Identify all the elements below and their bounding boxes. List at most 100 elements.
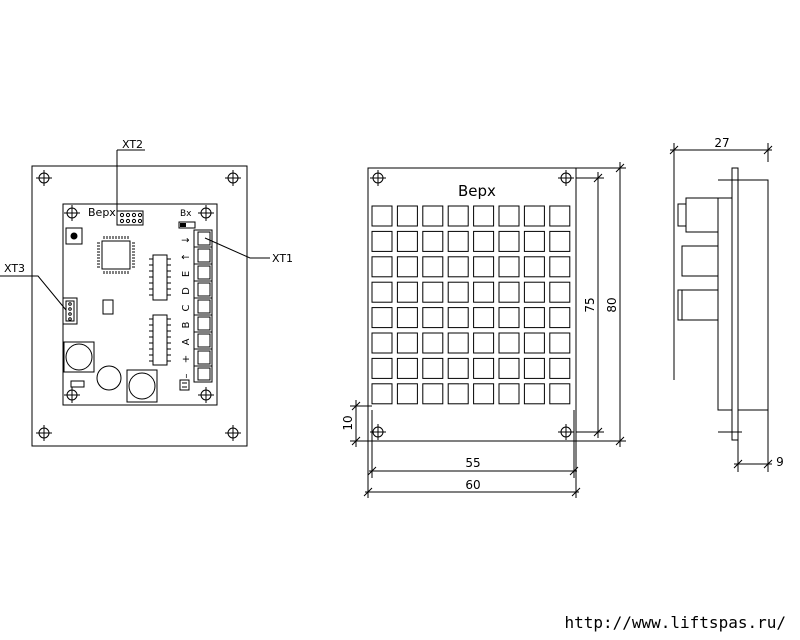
dim-75-label: 75 [583,297,597,312]
led-cell [371,281,393,303]
capacitor-left [63,341,95,373]
led-cell [396,281,418,303]
led-cell [498,307,520,329]
terminal-label: D [181,287,192,295]
led-cell [422,205,444,227]
led-cell [371,357,393,379]
led-cell [498,230,520,252]
led-cell [549,281,571,303]
xt1-terminal-block [193,229,213,383]
led-cell [473,256,495,278]
led-cell [549,357,571,379]
terminal-label: ↓ [181,236,192,244]
led-cell [473,332,495,354]
led-cell [422,230,444,252]
led-cell [447,307,469,329]
xt1-label: XT1 [272,252,293,265]
led-cell [549,332,571,354]
small-jumper [179,379,190,391]
terminal-label: + [181,355,192,363]
mounting-hole-icon [35,424,53,442]
led-cell [447,281,469,303]
led-cell [523,205,545,227]
led-cell [422,357,444,379]
pcb-hole-icon [197,386,215,404]
led-cell [422,332,444,354]
jumper-label: Вх [180,209,192,219]
housing-body [737,179,769,411]
terminal-label: – [181,374,192,379]
pcb-hole-icon [63,386,81,404]
dim-10-label: 10 [341,415,355,430]
dim-10: 10 [341,400,372,447]
input-jumper [178,221,196,229]
front-view: Верх XT2 Вх [0,138,293,447]
dim-55: 55 [367,410,579,478]
xt2-label: XT2 [122,138,143,151]
mounting-hole-icon [369,169,387,187]
dim-27: 27 [669,136,773,162]
led-cell [371,332,393,354]
terminal-label: B [181,321,192,328]
side-view: 27 9 [669,136,784,472]
dip-chip-upper [149,254,171,301]
led-cell [371,256,393,278]
mcu-chip [101,240,131,270]
led-cell [447,205,469,227]
led-cell [396,307,418,329]
component-side-mid [681,245,719,277]
led-cell [371,205,393,227]
buzzer [96,365,122,391]
dim-27-label: 27 [714,136,729,150]
dim-75: 75 [576,172,604,438]
led-cell [371,230,393,252]
front-panel [731,167,739,441]
pcb-hole-icon [197,204,215,222]
dim-80-label: 80 [605,297,619,312]
terminal-label: A [181,338,192,345]
terminal-labels: ↓ ↑ E D C B A + – [181,236,192,379]
capacitor-side [677,289,719,321]
led-cell [473,357,495,379]
pcb-top-label: Верх [88,206,116,219]
dip-chip-lower [149,314,171,366]
matrix-view: Верх 55 60 75 [341,162,626,498]
led-cell [549,256,571,278]
led-cell [523,256,545,278]
led-cell [473,281,495,303]
led-cell [523,281,545,303]
led-cell [523,230,545,252]
pcb-side [717,197,733,411]
button-pad [65,227,83,245]
led-cell [422,383,444,405]
led-cell [371,307,393,329]
led-cell [396,383,418,405]
terminal-label: C [181,304,192,311]
led-grid [371,205,571,405]
small-resistor [70,380,85,388]
mounting-hole-icon [35,169,53,187]
led-cell [396,205,418,227]
capacitor-right [126,369,158,403]
dim-80: 80 [576,162,626,447]
led-cell [447,256,469,278]
dim-55-label: 55 [465,456,480,470]
led-cell [473,230,495,252]
xt2-connector [116,210,144,226]
led-cell [523,332,545,354]
led-cell [396,332,418,354]
matrix-top-label: Верх [458,182,496,200]
watermark-url[interactable]: http://www.liftspas.ru/ [564,613,786,632]
led-cell [396,256,418,278]
led-cell [549,230,571,252]
led-cell [523,357,545,379]
dim-60-label: 60 [465,478,480,492]
led-cell [498,205,520,227]
small-component [102,299,114,315]
connector-side-top [685,197,719,233]
led-cell [498,281,520,303]
led-cell [422,307,444,329]
led-cell [473,205,495,227]
led-cell [473,307,495,329]
